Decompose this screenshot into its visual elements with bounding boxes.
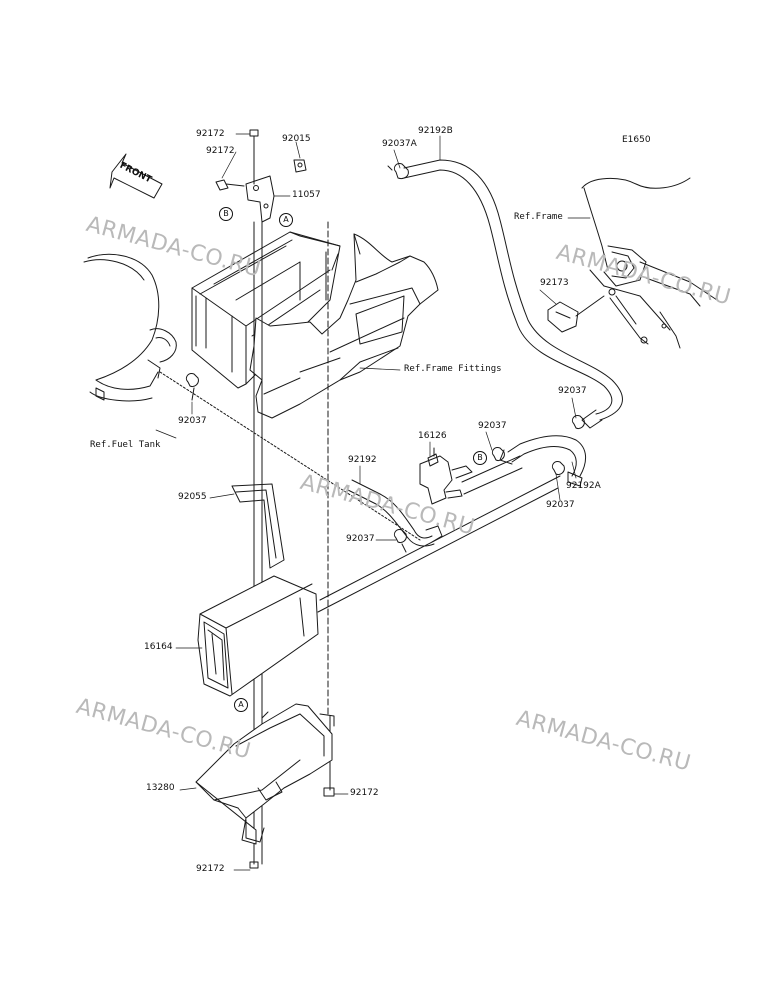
frame-fittings-panel	[249, 233, 439, 419]
fuel-tank-outline	[83, 253, 177, 402]
part-label-92037-center[interactable]: 92037	[346, 534, 375, 544]
part-label-92037-right-bottom[interactable]: 92037	[546, 500, 575, 510]
part-label-92037a[interactable]: 92037A	[382, 139, 417, 149]
part-label-92037-left[interactable]: 92037	[178, 416, 207, 426]
frame-outline	[581, 177, 721, 349]
clamp-92173	[547, 295, 605, 333]
front-arrow-icon	[109, 153, 163, 199]
part-label-92172-mid[interactable]: 92172	[206, 146, 235, 156]
part-label-13280[interactable]: 13280	[146, 783, 175, 793]
marker-a-lower: A	[234, 698, 248, 712]
valve-16126	[419, 447, 473, 505]
ref-frame-fittings-label: Ref.Frame Fittings	[404, 364, 502, 374]
clamps-right	[491, 415, 585, 475]
marker-b-valve: B	[473, 451, 487, 465]
hose-92192	[347, 479, 443, 547]
part-label-92172-top[interactable]: 92172	[196, 129, 225, 139]
part-label-92192b[interactable]: 92192B	[418, 126, 453, 136]
clamp-92037-left	[185, 373, 199, 401]
part-label-92037-right-top[interactable]: 92037	[558, 386, 587, 396]
part-label-11057[interactable]: 11057	[292, 190, 321, 200]
part-label-92192[interactable]: 92192	[348, 455, 377, 465]
part-label-92055[interactable]: 92055	[178, 492, 207, 502]
part-label-92172-bottom[interactable]: 92172	[196, 864, 225, 874]
marker-b-upper: B	[219, 207, 233, 221]
part-label-92037-valve[interactable]: 92037	[478, 421, 507, 431]
canister-holder-box	[191, 231, 341, 389]
bracket-11057	[245, 175, 275, 223]
bracket-92055	[231, 483, 285, 569]
part-label-92173[interactable]: 92173	[540, 278, 569, 288]
ref-fuel-tank-label: Ref.Fuel Tank	[90, 440, 161, 450]
bolts-top	[215, 129, 307, 191]
part-label-16126[interactable]: 16126	[418, 431, 447, 441]
canister-16164	[197, 575, 319, 697]
clamp-92037-center	[393, 529, 407, 553]
hose-92192b	[403, 159, 623, 429]
diagram-code: E1650	[622, 135, 651, 145]
tray-13280	[195, 703, 335, 845]
ref-frame-label: Ref.Frame	[514, 212, 563, 222]
part-label-92015[interactable]: 92015	[282, 134, 311, 144]
part-label-92192a[interactable]: 92192A	[566, 481, 601, 491]
part-label-92172-right[interactable]: 92172	[350, 788, 379, 798]
leader-lines	[155, 133, 591, 871]
part-label-16164[interactable]: 16164	[144, 642, 173, 652]
marker-a-upper: A	[279, 213, 293, 227]
bolts-bottom	[249, 787, 335, 869]
clamp-92037a	[387, 163, 409, 179]
